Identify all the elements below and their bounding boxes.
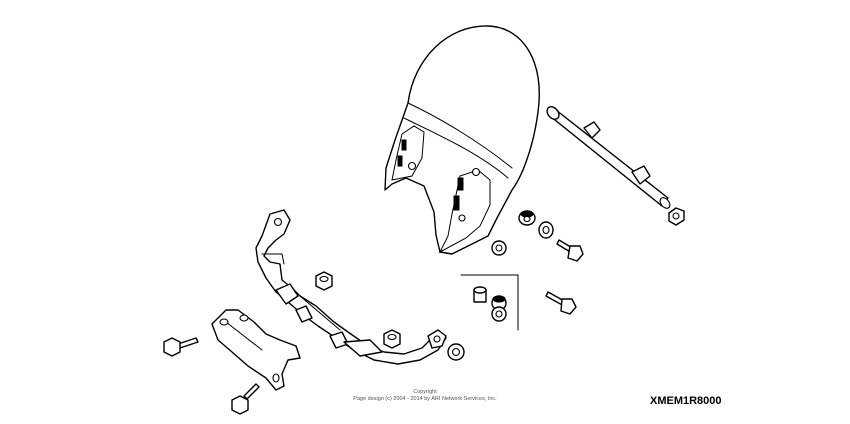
collar-detail[interactable] [473, 286, 487, 303]
stay-plate[interactable] [211, 309, 301, 391]
bolt-right-lower[interactable] [545, 291, 577, 315]
flange-nut-lower[interactable] [383, 329, 401, 349]
flange-nut-upper[interactable] [668, 207, 685, 226]
upper-mounting-bar[interactable] [545, 104, 672, 210]
bolt-right-upper[interactable] [556, 239, 584, 262]
windscreen[interactable] [384, 25, 540, 255]
washer-upper[interactable] [491, 240, 507, 256]
collar[interactable] [538, 221, 554, 239]
copyright-notice: Page design (c) 2004 - 2014 by ARI Netwo… [353, 396, 497, 402]
flange-nut-center[interactable] [315, 271, 333, 291]
copyright-label: Copyright [413, 389, 437, 395]
bolt-left-upper[interactable] [163, 337, 199, 357]
bolt-left-lower[interactable] [231, 383, 260, 415]
diagram-code: XMEM1R8000 [650, 395, 722, 407]
grommet-detail[interactable] [491, 295, 507, 322]
lower-bracket[interactable] [255, 209, 447, 365]
rubber-grommet[interactable] [518, 210, 536, 226]
washer-lower[interactable] [447, 343, 465, 361]
detail-box [460, 274, 519, 331]
